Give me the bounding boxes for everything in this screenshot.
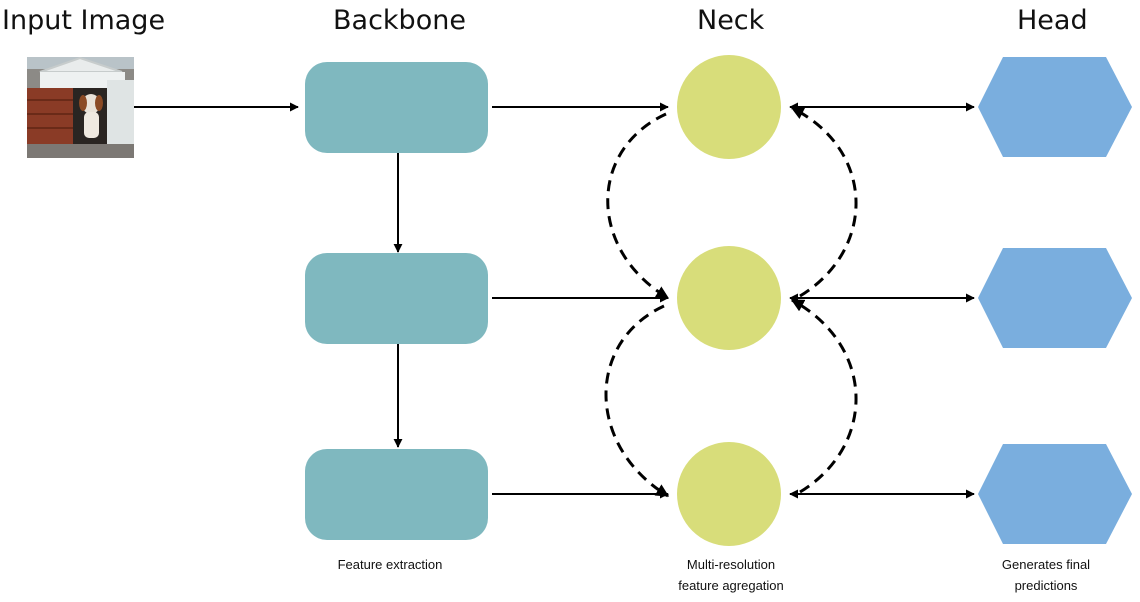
head-node-1 bbox=[978, 57, 1132, 157]
dashed-left-1-2 bbox=[606, 112, 670, 300]
caption-neck-line-2: feature agregation bbox=[678, 578, 784, 593]
head-nodes bbox=[978, 57, 1132, 544]
caption-head-line-2: predictions bbox=[1014, 578, 1078, 593]
neck-node-1 bbox=[677, 55, 781, 159]
caption-head: Generates final predictions bbox=[966, 554, 1126, 596]
neck-dashed-connections bbox=[604, 106, 858, 498]
caption-neck: Multi-resolution feature agregation bbox=[651, 554, 811, 596]
backbone-block-2 bbox=[305, 253, 488, 344]
neck-node-3 bbox=[677, 442, 781, 546]
backbone-blocks bbox=[305, 62, 488, 540]
heading-input-image: Input Image bbox=[2, 5, 166, 36]
dashed-right-3-2 bbox=[790, 298, 858, 494]
backbone-block-1 bbox=[305, 62, 488, 153]
head-node-2 bbox=[978, 248, 1132, 348]
caption-backbone: Feature extraction bbox=[337, 557, 443, 572]
dashed-left-2-3 bbox=[604, 304, 670, 498]
dashed-right-2-1 bbox=[790, 106, 858, 298]
neck-nodes bbox=[677, 55, 781, 546]
input-image bbox=[27, 56, 134, 158]
backbone-block-3 bbox=[305, 449, 488, 540]
neck-node-2 bbox=[677, 246, 781, 350]
heading-neck: Neck bbox=[697, 5, 765, 36]
caption-neck-line-1: Multi-resolution bbox=[686, 557, 776, 572]
heading-backbone: Backbone bbox=[333, 5, 466, 36]
heading-head: Head bbox=[1017, 5, 1088, 36]
head-node-3 bbox=[978, 444, 1132, 544]
caption-head-line-1: Generates final bbox=[1001, 557, 1091, 572]
